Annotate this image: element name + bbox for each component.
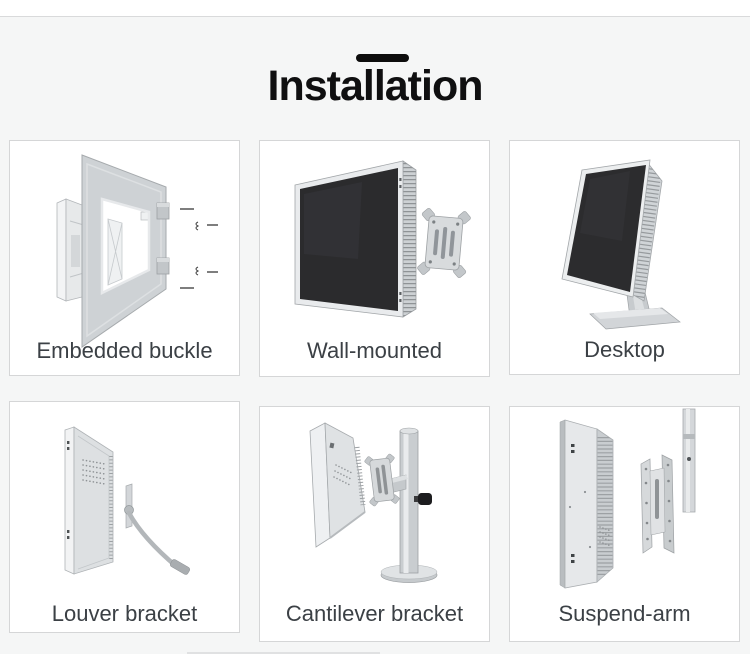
- page-title: Installation: [267, 62, 484, 110]
- next-section-edge: [187, 652, 380, 654]
- top-strip: [0, 0, 750, 17]
- card-label: Louver bracket: [51, 601, 198, 626]
- title-dash-icon: [356, 54, 409, 62]
- card-label: Wall-mounted: [307, 338, 442, 363]
- card-desktop: Desktop: [509, 140, 740, 375]
- card-embedded-buckle: Embedded buckle: [9, 140, 240, 376]
- embedded-buckle-illustration: [56, 154, 218, 348]
- card-label: Embedded buckle: [36, 338, 213, 363]
- card-louver-bracket: Louver bracket: [9, 401, 240, 633]
- louver-bracket-illustration: [64, 426, 190, 575]
- card-suspend-arm: Suspend-arm: [509, 406, 740, 642]
- cantilever-bracket-illustration: [309, 422, 438, 583]
- card-wall-mounted: Wall-mounted: [259, 140, 490, 377]
- wall-mounted-illustration: [294, 160, 471, 318]
- card-label: Cantilever bracket: [285, 601, 464, 626]
- suspend-arm-illustration: [559, 408, 696, 589]
- desktop-illustration: [561, 159, 681, 330]
- card-label: Desktop: [584, 337, 665, 362]
- card-label: Suspend-arm: [558, 601, 691, 626]
- card-cantilever-bracket: Cantilever bracket: [259, 406, 490, 642]
